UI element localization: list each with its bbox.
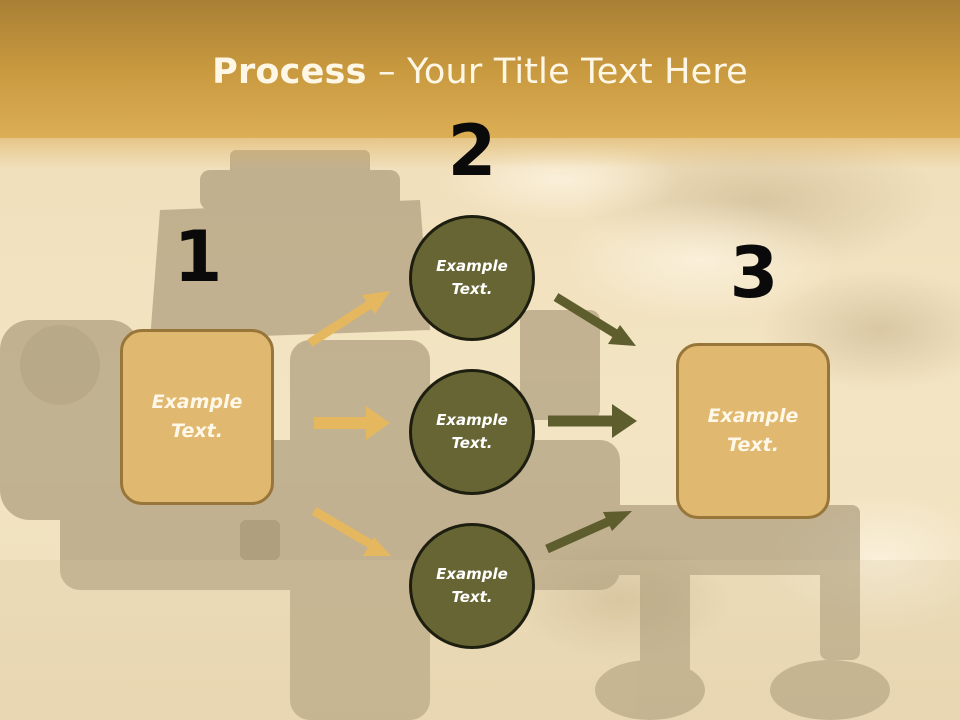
step-number-2: 2 <box>447 110 497 192</box>
title-bold: Process <box>212 52 367 92</box>
title-rest: Your Title Text Here <box>406 52 748 92</box>
arrow-right-bottom <box>545 511 632 554</box>
slide-title: Process – Your Title Text Here <box>0 52 960 92</box>
step-3-text: Example Text. <box>707 405 799 456</box>
step-number-3: 3 <box>729 232 779 314</box>
circle-top-text: Example Text. <box>436 257 508 298</box>
header-band <box>0 0 960 138</box>
step-2-circle-bottom[interactable]: Example Text. <box>409 523 535 649</box>
arrow-left-middle <box>314 406 390 440</box>
circle-middle-text: Example Text. <box>436 411 508 452</box>
step-2-circle-top[interactable]: Example Text. <box>409 215 535 341</box>
step-1-text: Example Text. <box>151 391 243 442</box>
step-number-1: 1 <box>173 216 223 298</box>
arrow-left-top <box>307 291 390 347</box>
circle-bottom-text: Example Text. <box>436 565 508 606</box>
step-2-circle-middle[interactable]: Example Text. <box>409 369 535 495</box>
title-dash: – <box>366 52 407 92</box>
step-1-box[interactable]: Example Text. <box>120 329 274 505</box>
arrow-right-top <box>553 293 636 346</box>
arrow-right-middle <box>548 404 637 438</box>
header-band-fade <box>0 138 960 168</box>
arrow-left-bottom <box>311 507 391 556</box>
step-3-box[interactable]: Example Text. <box>676 343 830 519</box>
